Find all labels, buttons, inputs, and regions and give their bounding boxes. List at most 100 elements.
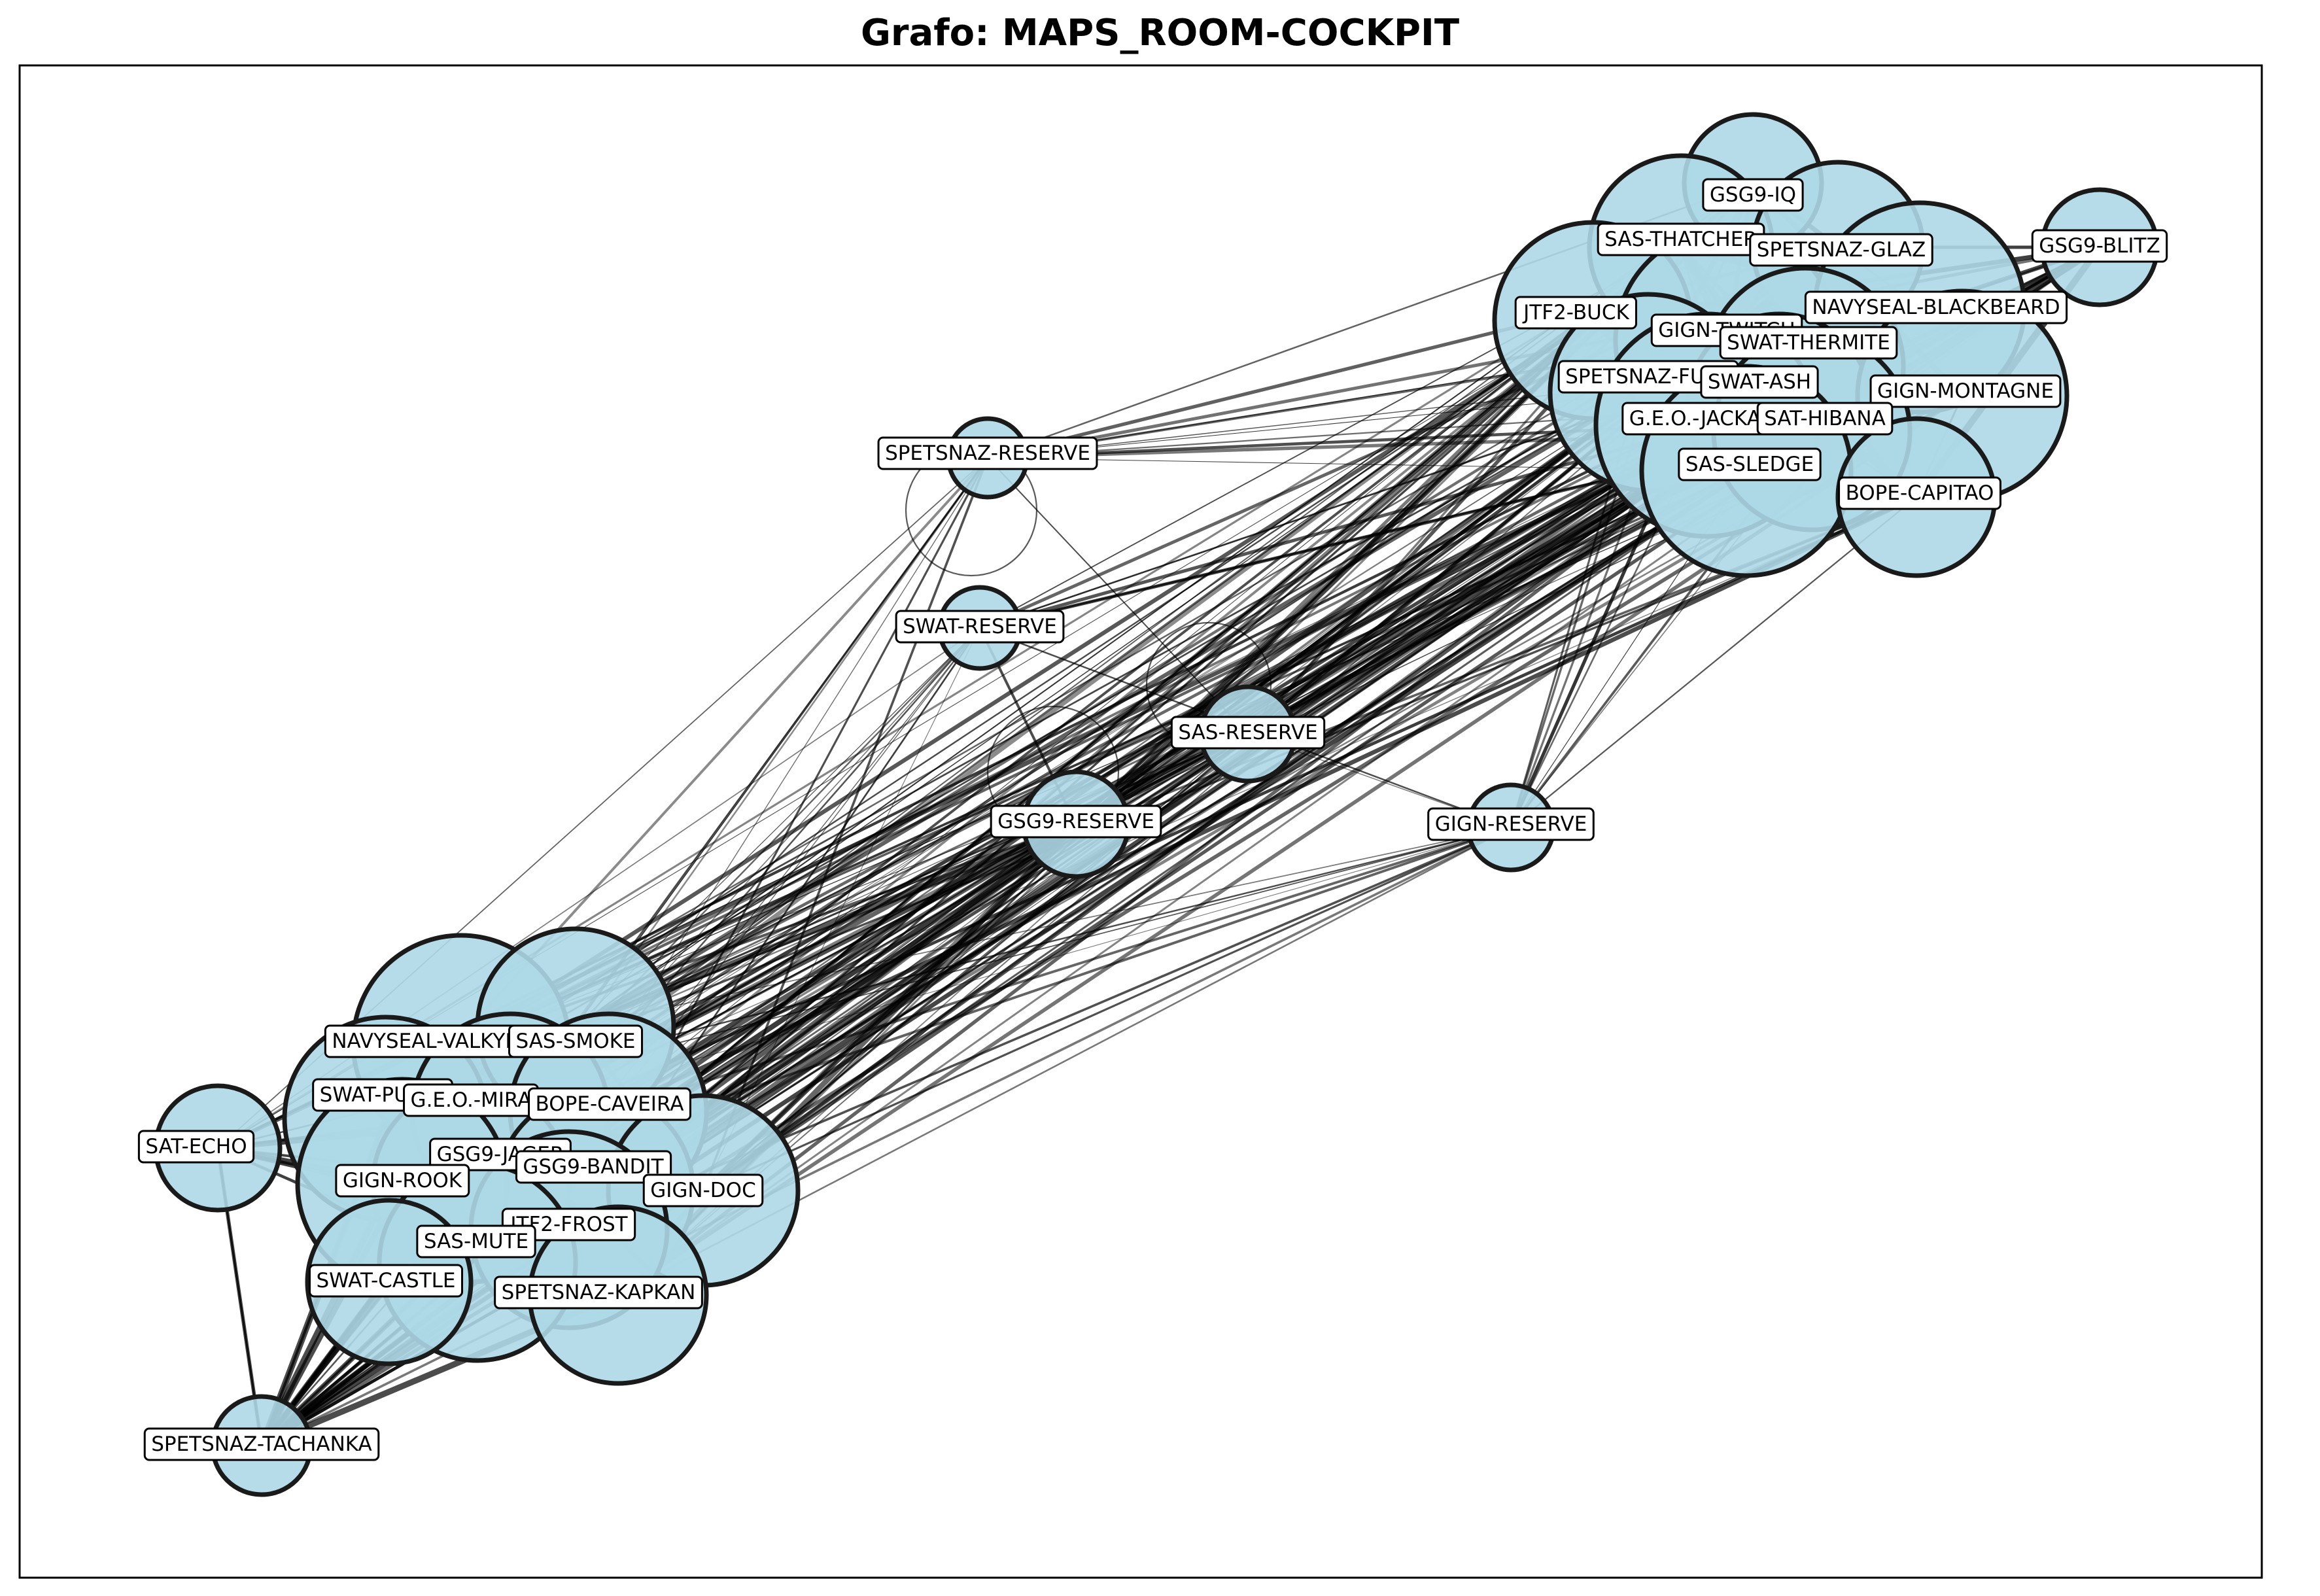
node-label: SPETSNAZ-TACHANKA xyxy=(143,1427,380,1461)
node-label-box xyxy=(416,1224,536,1258)
node-label-text: GSG9-BANDIT xyxy=(523,1155,664,1179)
graph-edge xyxy=(574,733,1249,1028)
node-label-text: NAVYSEAL-BLACKBEARD xyxy=(1812,296,2060,319)
node-label: SWAT-RESERVE xyxy=(895,610,1065,644)
node-label: BOPE-CAVEIRA xyxy=(528,1087,691,1121)
node-label-text: SAT-ECHO xyxy=(145,1135,247,1158)
node-label-box xyxy=(1170,716,1326,750)
node-label-text: SAT-HIBANA xyxy=(1764,407,1886,430)
graph-edge xyxy=(575,827,1512,1028)
node-label-text: SAS-SMOKE xyxy=(515,1030,635,1053)
node-label: GSG9-BANDIT xyxy=(515,1150,672,1184)
node-label-text: SPETSNAZ-GLAZ xyxy=(1757,238,1926,262)
node-label-text: SWAT-RESERVE xyxy=(903,615,1057,638)
node-label-box xyxy=(1427,807,1595,841)
node-label-box xyxy=(515,1150,672,1184)
graph-edge xyxy=(1510,496,1918,829)
node-label-box xyxy=(1756,402,1894,436)
graph-edge xyxy=(607,826,1512,1113)
node-label-box xyxy=(642,1173,764,1207)
node-label: GIGN-DOC xyxy=(642,1173,764,1207)
node-label-box xyxy=(508,1024,644,1058)
node-label: SAS-SLEDGE xyxy=(1678,447,1822,481)
node-label-box xyxy=(877,436,1098,470)
node-label: JTF2-BUCK xyxy=(1514,296,1637,330)
node-label-box xyxy=(335,1164,470,1198)
node-label-text: SWAT-ASH xyxy=(1708,370,1811,394)
graph-edge xyxy=(987,457,1249,735)
node-label-box xyxy=(137,1130,255,1164)
node-label-text: GSG9-RESERVE xyxy=(997,810,1154,833)
node-label-box xyxy=(1804,290,2068,324)
graph-edge xyxy=(1074,469,1748,826)
node-label-text: GIGN-RESERVE xyxy=(1435,812,1587,836)
node-label-box xyxy=(1678,447,1822,481)
graph-edge xyxy=(701,404,1781,1192)
node-label-box xyxy=(2031,229,2168,263)
node-label-text: GSG9-IQ xyxy=(1710,183,1796,207)
node-label: GIGN-MONTAGNE xyxy=(1869,374,2062,408)
node-label: SAS-SMOKE xyxy=(508,1024,644,1058)
node-label-text: SPETSNAZ-RESERVE xyxy=(885,442,1090,465)
node-label-text: SWAT-THERMITE xyxy=(1727,331,1890,355)
node-label: SAS-RESERVE xyxy=(1170,716,1326,750)
node-label: NAVYSEAL-VALKYRIE xyxy=(324,1024,546,1058)
node-label: SAS-MUTE xyxy=(416,1224,536,1258)
node-label-text: BOPE-CAVEIRA xyxy=(536,1092,684,1116)
graph-edge xyxy=(1074,319,1595,826)
node-label: SAS-THATCHER xyxy=(1597,222,1765,256)
node-label-box xyxy=(494,1275,703,1310)
node-label-text: SPETSNAZ-KAPKAN xyxy=(502,1281,696,1304)
node-label: GSG9-RESERVE xyxy=(990,805,1162,839)
node-label: SWAT-ASH xyxy=(1700,365,1819,399)
node-label: SWAT-THERMITE xyxy=(1719,326,1898,360)
graph-edge xyxy=(1074,423,1709,826)
node-label-text: G.E.O.-MIRA xyxy=(411,1088,532,1112)
node-label: SWAT-CASTLE xyxy=(308,1264,464,1298)
graph-edge xyxy=(573,338,1729,1030)
node-label-box xyxy=(528,1087,691,1121)
node-label-box xyxy=(143,1427,380,1461)
node-label: BOPE-CAPITAO xyxy=(1838,476,2001,510)
graph-edge xyxy=(1074,390,1650,826)
node-label-box xyxy=(1702,178,1804,212)
node-label-text: SAS-SLEDGE xyxy=(1686,453,1814,476)
node-label: GSG9-IQ xyxy=(1702,178,1804,212)
node-label-text: G.E.O.-JACKAL xyxy=(1629,407,1773,430)
node-label-text: GSG9-BLITZ xyxy=(2039,234,2160,258)
node-label: G.E.O.-JACKAL xyxy=(1621,402,1780,436)
node-label-text: BOPE-CAPITAO xyxy=(1846,481,1994,505)
node-label-box xyxy=(308,1264,464,1298)
node-label: GIGN-RESERVE xyxy=(1427,807,1595,841)
node-label-box xyxy=(1749,233,1933,267)
node-label: SAT-ECHO xyxy=(137,1130,255,1164)
node-label-text: NAVYSEAL-VALKYRIE xyxy=(332,1030,538,1053)
node-label-text: SAS-MUTE xyxy=(424,1230,528,1253)
node-label: SPETSNAZ-KAPKAN xyxy=(494,1275,703,1310)
node-label-box xyxy=(895,610,1065,644)
node-label-text: SAS-RESERVE xyxy=(1178,721,1317,744)
node-label: G.E.O.-MIRA xyxy=(403,1083,539,1117)
node-label: SPETSNAZ-RESERVE xyxy=(877,436,1098,470)
node-label-box xyxy=(1838,476,2001,510)
node-label-box xyxy=(1869,374,2062,408)
node-label: SAT-HIBANA xyxy=(1756,402,1894,436)
node-label: GIGN-ROOK xyxy=(335,1164,470,1198)
node-label-box xyxy=(990,805,1162,839)
node-label-box xyxy=(1514,296,1637,330)
node-label-text: SAS-THATCHER xyxy=(1604,228,1757,251)
node-label-box xyxy=(1719,326,1898,360)
graph-edge xyxy=(702,627,980,1191)
node-label-text: GIGN-MONTAGNE xyxy=(1877,379,2054,403)
node-label-text: SPETSNAZ-TACHANKA xyxy=(151,1432,372,1456)
node-label-text: SWAT-CASTLE xyxy=(316,1269,455,1292)
plot-frame xyxy=(18,64,2263,1579)
node-label-text: GIGN-DOC xyxy=(650,1179,755,1202)
graph-title: Grafo: MAPS_ROOM-COCKPIT xyxy=(860,12,1460,54)
node-label: GSG9-BLITZ xyxy=(2031,229,2168,263)
node-label-text: JTF2-BUCK xyxy=(1522,301,1629,324)
node-label: NAVYSEAL-BLACKBEARD xyxy=(1804,290,2068,324)
